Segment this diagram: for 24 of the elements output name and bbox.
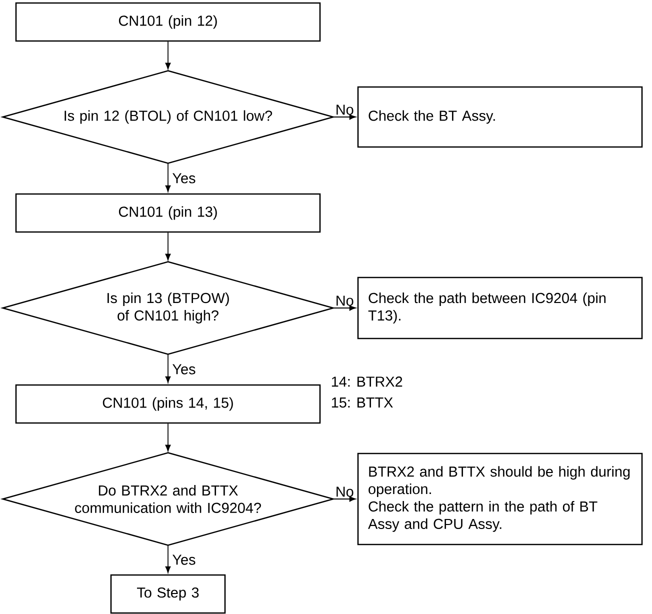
process-box: CN101 (pins 14, 15) <box>15 384 321 424</box>
arrow <box>332 114 356 120</box>
arrow <box>165 544 171 573</box>
process-box: CN101 (pin 13) <box>15 193 321 233</box>
edge-label: Yes <box>172 554 196 565</box>
edge-label: Yes <box>172 364 196 374</box>
edge-label: No <box>336 104 354 115</box>
arrow <box>332 496 356 502</box>
arrow <box>165 162 171 192</box>
edge-label: No <box>336 296 354 306</box>
process-box: Check the path between IC9204 (pin T13). <box>357 276 643 340</box>
process-box: BTRX2 and BTTX should be high during operation. Check the pattern in the path of BT Assy and CPU Assy. <box>357 452 643 546</box>
edge-label: Yes <box>172 173 196 184</box>
pin-label: 15: BTTX <box>332 398 393 408</box>
pin-label: 14: BTRX2 <box>332 376 402 387</box>
process-box: CN101 (pin 12) <box>15 2 321 42</box>
arrow <box>165 354 171 383</box>
process-box: Check the BT Assy. <box>357 86 643 148</box>
arrow <box>165 232 171 260</box>
process-box: To Step 3 <box>110 574 226 614</box>
arrow <box>165 423 171 452</box>
arrow <box>165 41 171 70</box>
arrow <box>332 305 356 311</box>
edge-label: No <box>336 486 354 497</box>
